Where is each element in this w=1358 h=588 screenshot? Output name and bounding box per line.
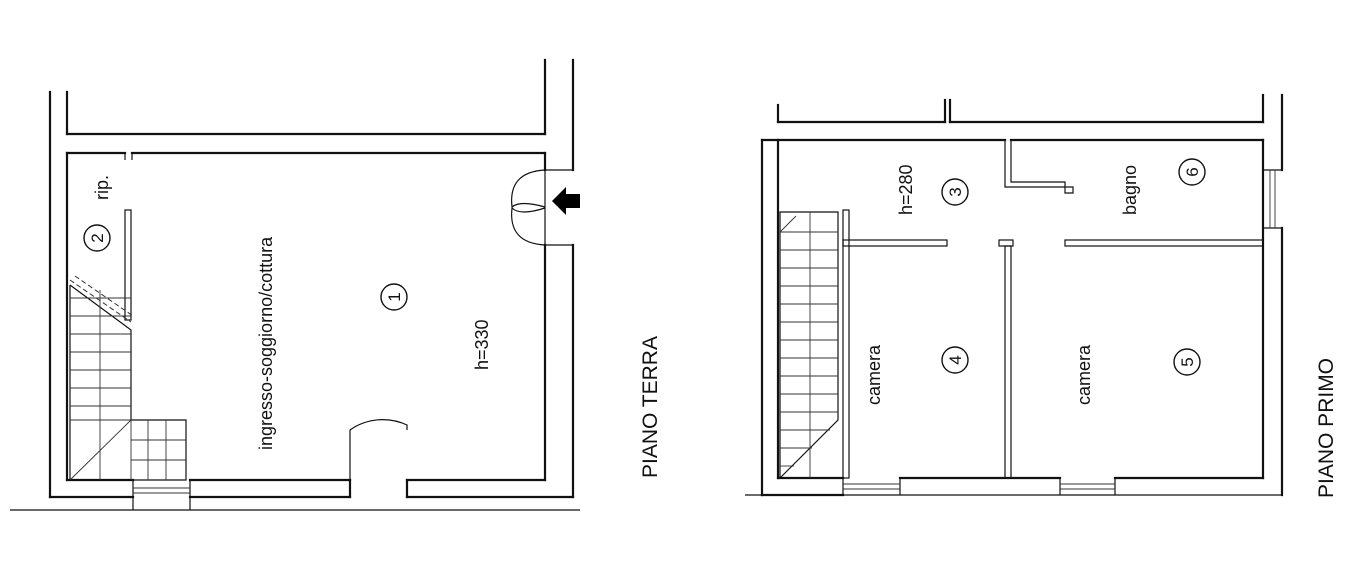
ground-floor-title: PIANO TERRA	[639, 336, 662, 478]
entrance-door	[511, 169, 573, 246]
storage-number: 2	[88, 233, 107, 242]
window	[842, 478, 901, 495]
room-number-circle	[941, 178, 969, 206]
partition-wall	[1004, 245, 1012, 479]
window	[1059, 478, 1116, 495]
bedroom-b-label: camera	[1074, 344, 1094, 405]
partition-wall	[1064, 239, 1264, 247]
storage-label: rip.	[92, 175, 112, 200]
partition-wall	[842, 239, 948, 247]
room-number-circle	[941, 346, 969, 374]
room-number-circle	[1173, 348, 1201, 376]
partition-wall	[124, 209, 132, 321]
bedroom-b-number: 5	[1178, 357, 1197, 366]
door-swing	[349, 419, 408, 480]
room-number-circle	[83, 224, 111, 252]
bedroom-a-number: 4	[946, 355, 965, 364]
landing-number: 3	[946, 187, 965, 196]
window	[1263, 169, 1282, 229]
staircase-ground-floor	[69, 275, 187, 481]
room-main-height: h=330	[472, 319, 492, 370]
door-jamb	[998, 239, 1014, 247]
first-floor-plan: h=280 3 bagno 6 camera 4 camera 5	[745, 93, 1284, 497]
ground-floor-plan: rip. 2 ingresso-soggiorno/cottura 1 h=33…	[10, 58, 580, 511]
window	[132, 480, 191, 510]
room-number-circle	[1178, 158, 1206, 186]
room-number-circle	[380, 283, 408, 311]
first-floor-title: PIANO PRIMO	[1315, 358, 1338, 498]
room-main-label: ingresso-soggiorno/cottura	[256, 236, 276, 450]
landing-height: h=280	[896, 164, 916, 215]
room-main-number: 1	[385, 292, 404, 301]
entrance-arrow-icon	[552, 187, 580, 215]
bathroom-label: bagno	[1120, 165, 1140, 215]
partition-wall	[1004, 140, 1074, 194]
staircase-first-floor	[779, 211, 839, 479]
partition-wall	[842, 209, 850, 479]
bedroom-a-label: camera	[864, 344, 884, 405]
bathroom-number: 6	[1183, 167, 1202, 176]
